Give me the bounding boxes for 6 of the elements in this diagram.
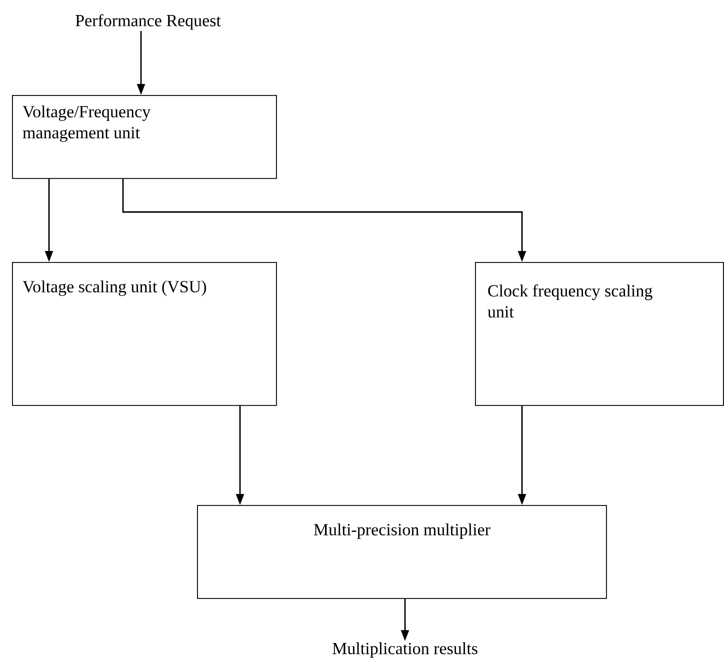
label-text: Multiplication results	[332, 642, 478, 658]
process-box: Voltage/Frequency management unit	[12, 95, 277, 179]
process-box: Multi-precision multiplier	[197, 505, 607, 599]
label-text: Performance Request	[76, 14, 221, 30]
process-box: Clock frequency scaling unit	[475, 262, 724, 406]
process-box: Voltage scaling unit (VSU)	[12, 262, 277, 406]
